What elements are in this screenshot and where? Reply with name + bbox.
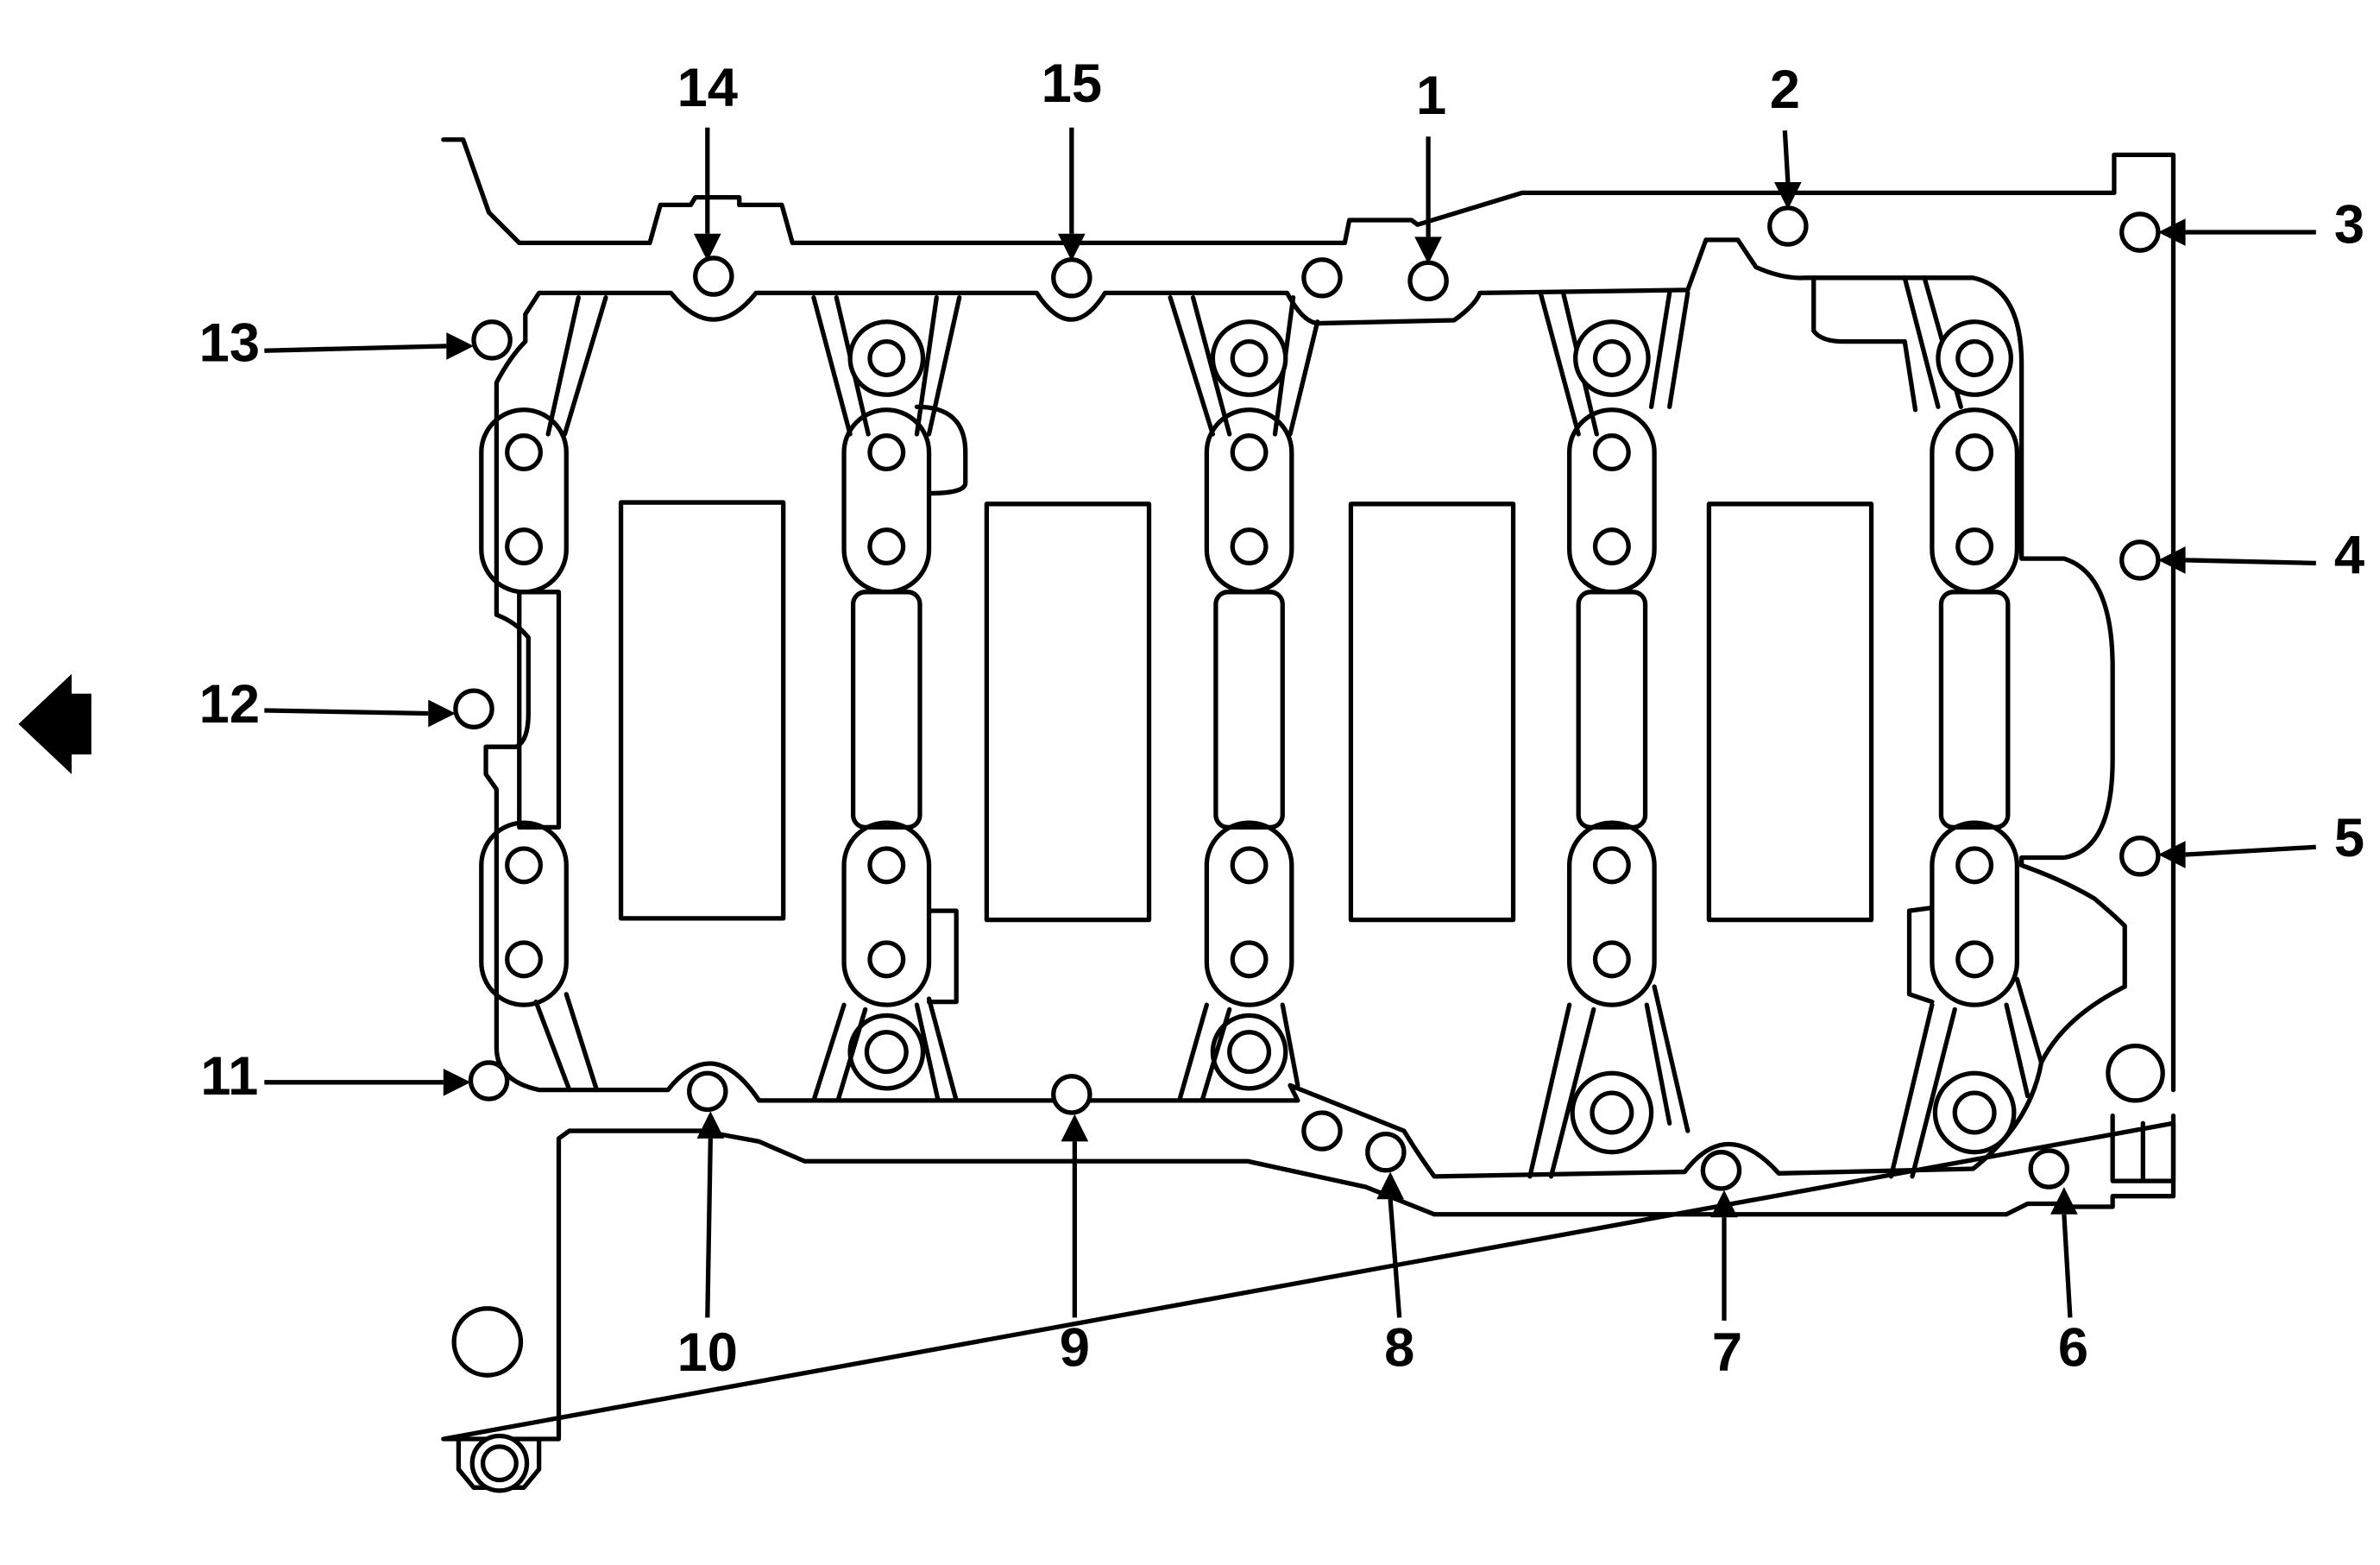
callout-leaders: [264, 127, 2316, 1321]
callout-label-13: 13: [199, 313, 260, 374]
callout-label-12: 12: [199, 674, 260, 735]
callout-label-14: 14: [677, 58, 738, 118]
bedplate-outline: [441, 137, 2176, 1490]
callout-label-7: 7: [1712, 1322, 1742, 1383]
callout-label-4: 4: [2334, 526, 2364, 586]
callout-label-11: 11: [200, 1046, 258, 1107]
callout-label-5: 5: [2334, 808, 2364, 868]
callout-labels: 14 15 1 2 3 4 5 6 7 8 9 10 11 12 13: [199, 54, 2364, 1383]
callout-label-3: 3: [2334, 194, 2364, 255]
main-bearing-bolt-holes: [505, 433, 1994, 979]
callout-label-8: 8: [1384, 1318, 1414, 1379]
callout-label-9: 9: [1060, 1318, 1090, 1379]
left-arrow-icon: [18, 673, 91, 774]
callout-label-1: 1: [1416, 66, 1446, 126]
bearing-windows: [618, 500, 1874, 923]
bearing-ribs: [479, 275, 2044, 1179]
callout-label-2: 2: [1770, 60, 1800, 120]
callout-label-10: 10: [677, 1322, 738, 1383]
callout-label-6: 6: [2058, 1318, 2088, 1379]
perimeter-bolt-holes: [451, 205, 2165, 1493]
callout-label-15: 15: [1042, 54, 1102, 114]
